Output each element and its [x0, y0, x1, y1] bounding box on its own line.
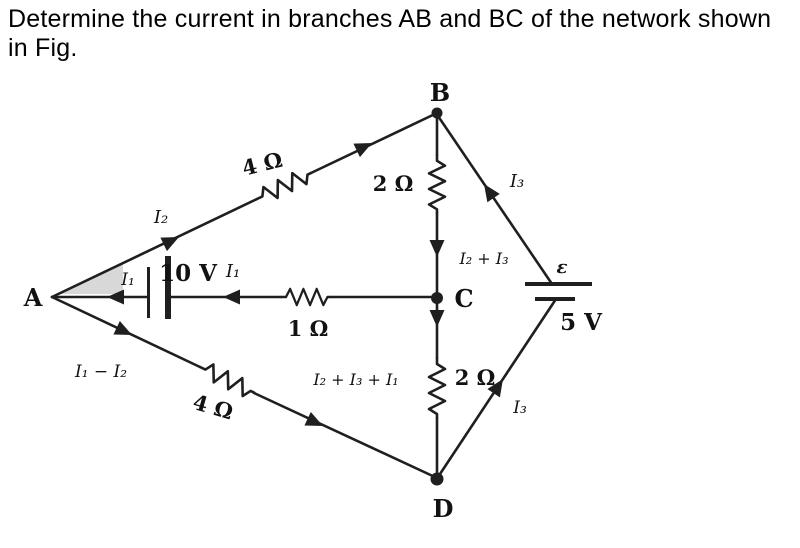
current-arrow-cd — [429, 310, 445, 327]
resistor-label-ad: 4 Ω — [190, 389, 236, 424]
battery-left-label: 10 V — [159, 260, 218, 287]
current-arrow-ab — [353, 136, 376, 158]
current-label-i1: I₁ — [225, 261, 240, 282]
current-label-i2-i3-i1-sum: I₂ + I₃ + I₁ — [312, 370, 398, 389]
wire-ab-lower — [50, 197, 259, 299]
wire-ab-upper — [309, 111, 439, 175]
emf-label: ε — [557, 257, 568, 278]
current-label-i1-minus-i2: I₁ − I₂ — [74, 362, 127, 382]
node-dot-c — [431, 292, 443, 304]
current-label-i2-plus-i3: I₂ + I₃ — [458, 249, 508, 268]
resistor-cd — [427, 356, 447, 420]
node-label-d: D — [433, 494, 454, 523]
current-label-i3-lower: I₃ — [512, 398, 527, 418]
resistor-label-ab: 4 Ω — [239, 147, 284, 181]
resistor-bc — [427, 153, 447, 215]
current-arrow-bc — [429, 240, 445, 257]
current-label-i3-upper: I₃ — [509, 171, 524, 192]
current-arrow-ad — [304, 411, 327, 433]
node-label-b: B — [430, 78, 450, 107]
wire-b-battery — [436, 114, 554, 286]
node-dot-b — [431, 107, 443, 119]
current-label-i2: I₂ — [153, 207, 168, 228]
wire-ad-lower — [252, 391, 439, 480]
resistor-label-ac: 1 Ω — [288, 316, 329, 341]
current-arrow-i2 — [160, 230, 183, 252]
resistor-label-bc: 2 Ω — [373, 171, 414, 196]
current-arrow-i3-upper — [477, 179, 500, 203]
current-arrow-i1-right — [223, 289, 240, 305]
problem-statement: Determine the current in branches AB and… — [8, 5, 772, 62]
current-label-i1-near-battery: I₁ — [120, 270, 135, 290]
node-label-c: C — [454, 284, 473, 313]
resistor-ac — [279, 287, 333, 307]
current-arrow-i1-minus-i2 — [113, 320, 136, 342]
node-dot-d — [430, 472, 444, 486]
battery-right-label: 5 V — [560, 309, 603, 336]
resistor-label-cd: 2 Ω — [455, 365, 496, 390]
node-label-a: A — [23, 283, 43, 312]
